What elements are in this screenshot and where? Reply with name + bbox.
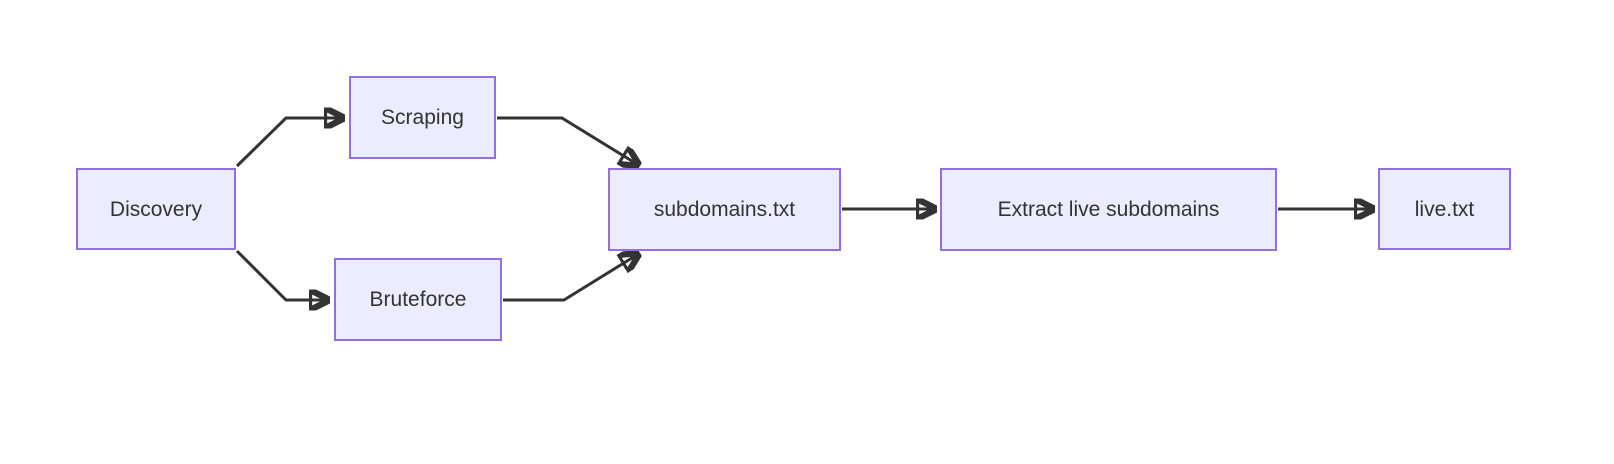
node-scraping-label: Scraping — [381, 106, 464, 129]
edge-discovery-bruteforce — [235, 249, 330, 300]
node-discovery-label: Discovery — [109, 197, 203, 221]
node-discovery: Discovery — [76, 168, 236, 250]
node-bruteforce-label: Bruteforce — [369, 288, 467, 311]
node-live-txt: live.txt — [1378, 168, 1511, 250]
edge-discovery-scraping — [235, 118, 345, 168]
node-subdomains-txt: subdomains.txt — [608, 168, 841, 251]
node-live-txt-label: live.txt — [1414, 197, 1475, 221]
node-scraping: Scraping — [349, 76, 496, 159]
edge-bruteforce-subdomains — [503, 253, 640, 302]
node-bruteforce: Bruteforce — [334, 258, 502, 341]
edge-scraping-subdomains — [497, 116, 640, 166]
node-extract-live-subdomains-label: Extract live subdomains — [997, 198, 1220, 221]
node-extract-live-subdomains: Extract live subdomains — [940, 168, 1277, 251]
node-subdomains-txt-label: subdomains.txt — [653, 198, 796, 221]
